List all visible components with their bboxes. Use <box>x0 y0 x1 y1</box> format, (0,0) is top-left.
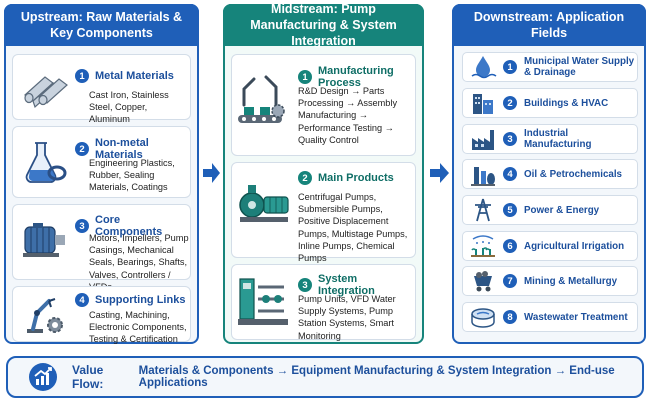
badge-6: 6 <box>503 239 517 253</box>
treatment-tank-icon <box>471 308 495 328</box>
downstream-item: 2 Buildings & HVAC <box>462 88 638 118</box>
item-label: Oil & Petrochemicals <box>524 168 623 180</box>
badge-4: 4 <box>75 293 89 307</box>
metal-bars-icon <box>24 76 68 109</box>
pump-station-icon <box>238 278 288 325</box>
badge-7: 7 <box>503 274 517 288</box>
card-title: Main Products <box>318 172 394 184</box>
badge-2: 2 <box>75 142 89 156</box>
downstream-item: 1 Municipal Water Supply & Drainage <box>462 52 638 82</box>
card-title: Core Components <box>95 214 163 238</box>
badge-1: 1 <box>75 69 89 83</box>
power-tower-icon <box>475 198 491 222</box>
downstream-item: 3 Industrial Manufacturing <box>462 124 638 154</box>
downstream-item: 6 Agricultural Irrigation <box>462 231 638 261</box>
card-body: Motors, Impellers, Pump Casings, Mechani… <box>89 233 189 292</box>
item-label: Buildings & HVAC <box>524 97 609 109</box>
badge-2: 2 <box>298 171 312 185</box>
card-title: Supporting Links <box>95 294 186 306</box>
card-body: Casting, Machining, Electronic Component… <box>89 310 187 345</box>
badge-8: 8 <box>503 310 517 324</box>
card-title: System Integration <box>318 273 375 297</box>
midstream-card-manufacturing: 1 Manufacturing Process R&D Design → Part… <box>231 54 416 156</box>
downstream-item: 5 Power & Energy <box>462 195 638 225</box>
midstream-title: Midstream: Pump Manufacturing & System I… <box>223 2 424 48</box>
badge-5: 5 <box>503 203 517 217</box>
downstream-title: Downstream: Application Fields <box>452 4 646 46</box>
card-body: Engineering Plastics, Rubber, Sealing Ma… <box>89 158 175 193</box>
downstream-item: 7 Mining & Metallurgy <box>462 266 638 296</box>
badge-3: 3 <box>298 278 312 292</box>
midstream-card-integration: 3 System Integration Pump Units, VFD Wate… <box>231 264 416 341</box>
midstream-card-products: 2 Main Products Centrifugal Pumps, Submer… <box>231 162 416 263</box>
item-label: Wastewater Treatment <box>524 311 628 323</box>
item-label: Industrial Manufacturing <box>524 128 592 150</box>
item-label: Municipal Water Supply & Drainage <box>524 56 635 78</box>
factory-icon <box>472 130 494 150</box>
item-label: Power & Energy <box>524 204 600 216</box>
robot-arm-gear-icon <box>27 298 63 333</box>
midstream-panel: Midstream: Pump Manufacturing & System I… <box>223 2 424 344</box>
flow-arrow-right-icon <box>203 163 220 183</box>
downstream-panel: Downstream: Application Fields 1 Municip… <box>452 4 646 344</box>
card-title: Non-metal Materials <box>95 137 149 161</box>
buildings-icon <box>473 94 493 114</box>
upstream-card-core: 3 Core Components Motors, Impellers, Pump… <box>12 204 191 292</box>
badge-3: 3 <box>503 132 517 146</box>
flask-icon <box>25 142 67 183</box>
irrigation-icon <box>471 235 495 257</box>
item-label: Agricultural Irrigation <box>524 240 625 252</box>
water-drop-icon <box>471 56 497 79</box>
value-flow-title: Value Flow: <box>72 363 104 391</box>
centrifugal-pump-icon <box>239 185 289 222</box>
upstream-card-nonmetal: 2 Non-metal Materials Engineering Plastic… <box>12 126 191 198</box>
assembly-line-icon <box>238 75 285 123</box>
growth-chart-icon <box>29 363 57 391</box>
upstream-card-metal: 1 Metal Materials Cast Iron, Stainless St… <box>12 54 191 124</box>
badge-3: 3 <box>75 219 89 233</box>
card-title: Metal Materials <box>95 70 174 82</box>
upstream-panel: Upstream: Raw Materials & Key Components… <box>4 4 199 344</box>
item-label: Mining & Metallurgy <box>524 275 618 287</box>
card-title: Manufacturing Process <box>318 65 394 89</box>
value-flow-footer: Value Flow: Materials & Components → Equ… <box>6 356 644 398</box>
refinery-icon <box>471 167 495 186</box>
flow-arrow-right-icon <box>430 163 449 183</box>
card-body: R&D Design → Parts Processing → Assembly… <box>298 86 398 145</box>
badge-1: 1 <box>298 70 312 84</box>
badge-1: 1 <box>503 60 517 74</box>
downstream-item: 4 Oil & Petrochemicals <box>462 159 638 189</box>
card-body: Centrifugal Pumps, Submersible Pumps, Po… <box>298 192 408 264</box>
badge-2: 2 <box>503 96 517 110</box>
card-body: Cast Iron, Stainless Steel, Copper, Alum… <box>89 90 169 125</box>
mine-cart-icon <box>474 271 492 292</box>
motor-icon <box>23 223 65 257</box>
upstream-title: Upstream: Raw Materials & Key Components <box>4 4 199 46</box>
badge-4: 4 <box>503 167 517 181</box>
downstream-item: 8 Wastewater Treatment <box>462 302 638 332</box>
card-body: Pump Units, VFD Water Supply Systems, Pu… <box>298 294 396 341</box>
value-flow-text: Materials & Components → Equipment Manuf… <box>138 365 615 389</box>
upstream-card-supporting: 4 Supporting Links Casting, Machining, El… <box>12 286 191 344</box>
